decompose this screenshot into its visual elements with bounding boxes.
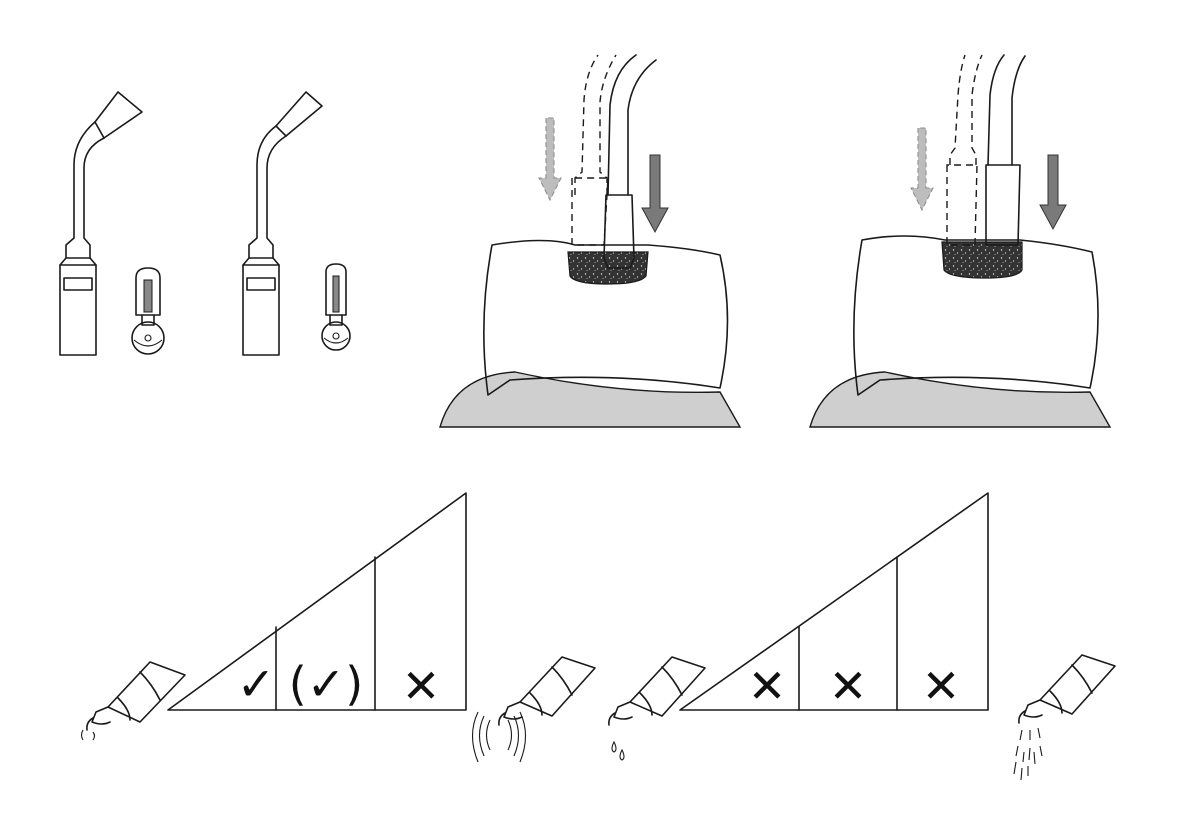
triangle-right-cell-3-mark: ✕ bbox=[922, 659, 961, 713]
triangle-right-cell-2-mark: ✕ bbox=[829, 659, 868, 713]
arrow-solid-1 bbox=[642, 155, 668, 232]
insert-tip-2 bbox=[243, 92, 322, 355]
triangle-left: ✓ (✓) ✕ bbox=[168, 493, 466, 713]
handpiece-water-drops bbox=[609, 657, 705, 760]
tooth-illustration-2 bbox=[810, 236, 1110, 427]
triangle-left-cell-2-mark: (✓) bbox=[289, 657, 363, 711]
screw-insert-1 bbox=[132, 268, 164, 354]
handpiece-low-vibration bbox=[82, 662, 186, 740]
handpiece-water-spray bbox=[1014, 655, 1115, 780]
insert-tip-1 bbox=[60, 92, 142, 355]
instrument-solid-1 bbox=[604, 55, 656, 268]
tooth-illustration-1 bbox=[440, 241, 740, 428]
triangle-right-cell-1-mark: ✕ bbox=[748, 659, 787, 713]
screw-insert-2 bbox=[322, 264, 350, 350]
instrument-solid-2 bbox=[986, 55, 1025, 245]
arrow-dashed-1 bbox=[539, 118, 561, 200]
triangle-left-cell-1-mark: ✓ bbox=[237, 657, 276, 711]
arrow-dashed-2 bbox=[911, 128, 933, 210]
arrow-solid-2 bbox=[1040, 155, 1066, 229]
triangle-right: ✕ ✕ ✕ bbox=[680, 493, 988, 713]
instrument-dashed-2 bbox=[947, 55, 982, 245]
handpiece-strong-vibration bbox=[473, 657, 596, 762]
triangle-left-cell-3-mark: ✕ bbox=[402, 659, 441, 713]
